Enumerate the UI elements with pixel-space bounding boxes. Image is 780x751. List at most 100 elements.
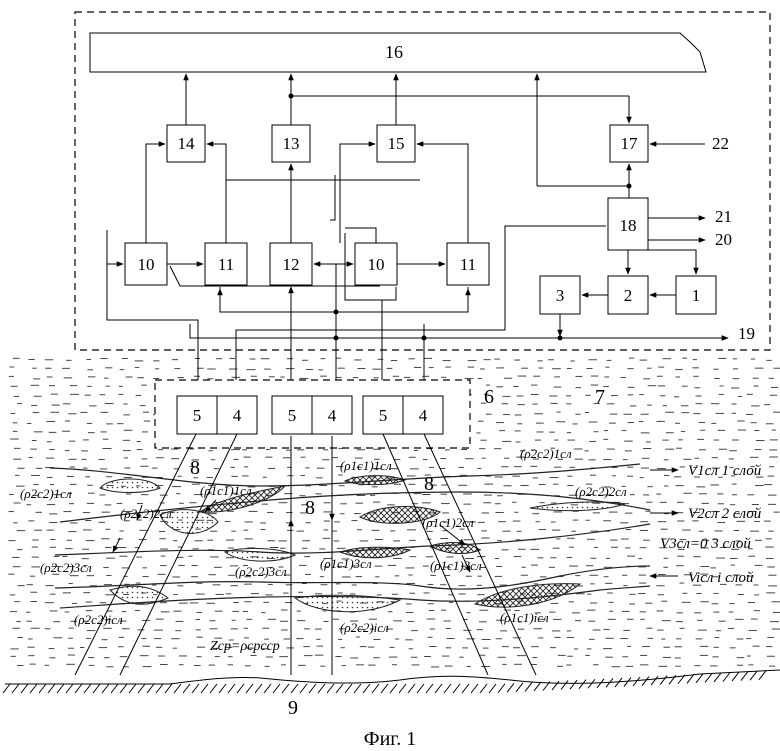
bedrock-hatch-line	[597, 679, 604, 688]
bedrock-hatch-line	[615, 678, 622, 687]
bedrock-hatch-line	[462, 684, 469, 693]
bedrock-hatch-line	[669, 675, 676, 684]
layer-velocity-arrows	[650, 470, 678, 576]
label-7: 7	[595, 386, 605, 408]
bedrock-hatch-line	[696, 674, 703, 683]
bedrock-hatch-line	[174, 684, 181, 693]
bedrock-hatch-line	[633, 677, 640, 686]
label-8-right: 8	[424, 473, 434, 495]
label-p2c2-3-left: (ρ2c2)3сл	[40, 560, 92, 575]
bedrock-hatch-line	[75, 684, 82, 693]
bedrock-hatch-line	[183, 684, 190, 693]
bedrock-hatch-line	[471, 684, 478, 693]
bedrock-hatch-line	[273, 684, 280, 693]
block-11-left-label: 11	[218, 255, 234, 274]
bedrock-hatch-line	[21, 684, 28, 693]
bedrock-hatch-line	[507, 683, 514, 692]
bedrock-hatch-line	[750, 671, 757, 680]
block-16-label: 16	[385, 42, 403, 62]
block-10-left-label: 10	[138, 255, 155, 274]
bedrock-hatch-line	[417, 684, 424, 693]
bedrock-hatch-line	[309, 684, 316, 693]
bedrock-hatch-line	[606, 678, 613, 687]
bedrock-hatch-line	[588, 679, 595, 688]
bedrock-hatch-line	[399, 684, 406, 693]
bedrock-hatch-line	[516, 683, 523, 692]
bedrock-hatch-line	[246, 684, 253, 693]
bedrock-hatch-line	[480, 684, 487, 693]
bedrock-hatch-line	[66, 684, 73, 693]
bedrock-hatch-line	[372, 684, 379, 693]
bedrock-hatch-line	[705, 673, 712, 682]
bedrock-hatch-line	[759, 671, 766, 680]
label-p2c2-2-right: (ρ2c2)2сл	[575, 484, 627, 499]
bedrock-hatch-line	[498, 684, 505, 693]
block-5-a-label: 5	[193, 406, 202, 425]
label-p2c2-1-left: (ρ2c2)1сл	[20, 486, 72, 501]
bedrock-hatch-line	[624, 677, 631, 686]
block-13-label: 13	[283, 134, 300, 153]
block-2-label: 2	[624, 286, 633, 305]
bedrock-hatch-line	[84, 684, 91, 693]
bedrock-hatch-line	[30, 684, 37, 693]
label-p1c1-1-left: (ρ1c1)1сл	[200, 483, 252, 498]
label-p1c1-i: (ρ1c1)iсл	[500, 610, 549, 625]
figure-caption: Фиг. 1	[364, 728, 416, 750]
label-p2c2-1-right: (ρ2c2)1сл	[520, 446, 572, 461]
bedrock-hatch-line	[408, 684, 415, 693]
bedrock-hatch-line	[264, 684, 271, 693]
bedrock-hatch-line	[120, 684, 127, 693]
label-p2c2-i-center: (ρ2c2)iсл	[340, 620, 389, 635]
bedrock-hatch-line	[552, 681, 559, 690]
label-p2c2-2-left: (ρ2c2)2сл	[120, 506, 172, 521]
bedrock-hatch-line	[561, 681, 568, 690]
layer-i-label: Viсл i слой	[688, 570, 754, 586]
label-6: 6	[484, 386, 494, 408]
label-8-left: 8	[190, 457, 200, 479]
label-p1c1-3-right: (ρ1c1)3сл	[430, 558, 482, 573]
output-19-label: 19	[738, 324, 755, 343]
label-8-mid: 8	[305, 497, 315, 519]
bedrock-hatch-line	[291, 684, 298, 693]
bedrock-hatch-line	[723, 673, 730, 682]
bedrock-hatch-line	[426, 684, 433, 693]
block-4-c-label: 4	[419, 406, 428, 425]
bedrock-hatch-line	[741, 672, 748, 681]
bedrock-hatch-line	[210, 684, 217, 693]
output-21-label: 21	[715, 207, 732, 226]
bedrock-hatch-line	[714, 673, 721, 682]
bedrock-hatch-line	[354, 684, 361, 693]
bedrock-hatch-line	[327, 684, 334, 693]
label-p1c1-3-center: (ρ1c1)3сл	[320, 556, 372, 571]
bedrock-hatch-line	[570, 680, 577, 689]
block-5-c-label: 5	[379, 406, 388, 425]
label-p2c2-i-left: (ρ2c2)iсл	[74, 612, 123, 627]
bedrock-hatch-line	[336, 684, 343, 693]
bedrock-hatch-line	[381, 684, 388, 693]
layer-2-label: V2сл 2 слой	[688, 506, 762, 522]
bedrock-hatch-line	[93, 684, 100, 693]
block-17-label: 17	[621, 134, 639, 153]
bedrock-hatch-line	[489, 684, 496, 693]
bedrock-hatch-line	[363, 684, 370, 693]
bedrock-hatch-line	[345, 684, 352, 693]
bedrock-hatch-line	[165, 684, 172, 693]
bedrock-hatch-line	[129, 684, 136, 693]
bedrock-hatch-line	[453, 684, 460, 693]
bedrock-hatch-line	[300, 684, 307, 693]
bedrock-hatch-line	[12, 684, 19, 693]
bedrock-hatch-line	[534, 682, 541, 691]
layer-3-label: V3сл=0 3 слой	[660, 536, 751, 552]
block-4-b-label: 4	[328, 406, 337, 425]
bedrock-hatch-line	[390, 684, 397, 693]
block-12-label: 12	[283, 255, 300, 274]
block-15-label: 15	[388, 134, 405, 153]
bedrock-hatch-line	[111, 684, 118, 693]
ray-arrow-left-low	[113, 538, 120, 552]
label-p2c2-3-center: (ρ2c2)3сл	[235, 564, 287, 579]
bedrock-hatch-line	[3, 684, 10, 693]
bedrock-hatch-line	[48, 684, 55, 693]
bedrock-hatch-line	[435, 684, 442, 693]
